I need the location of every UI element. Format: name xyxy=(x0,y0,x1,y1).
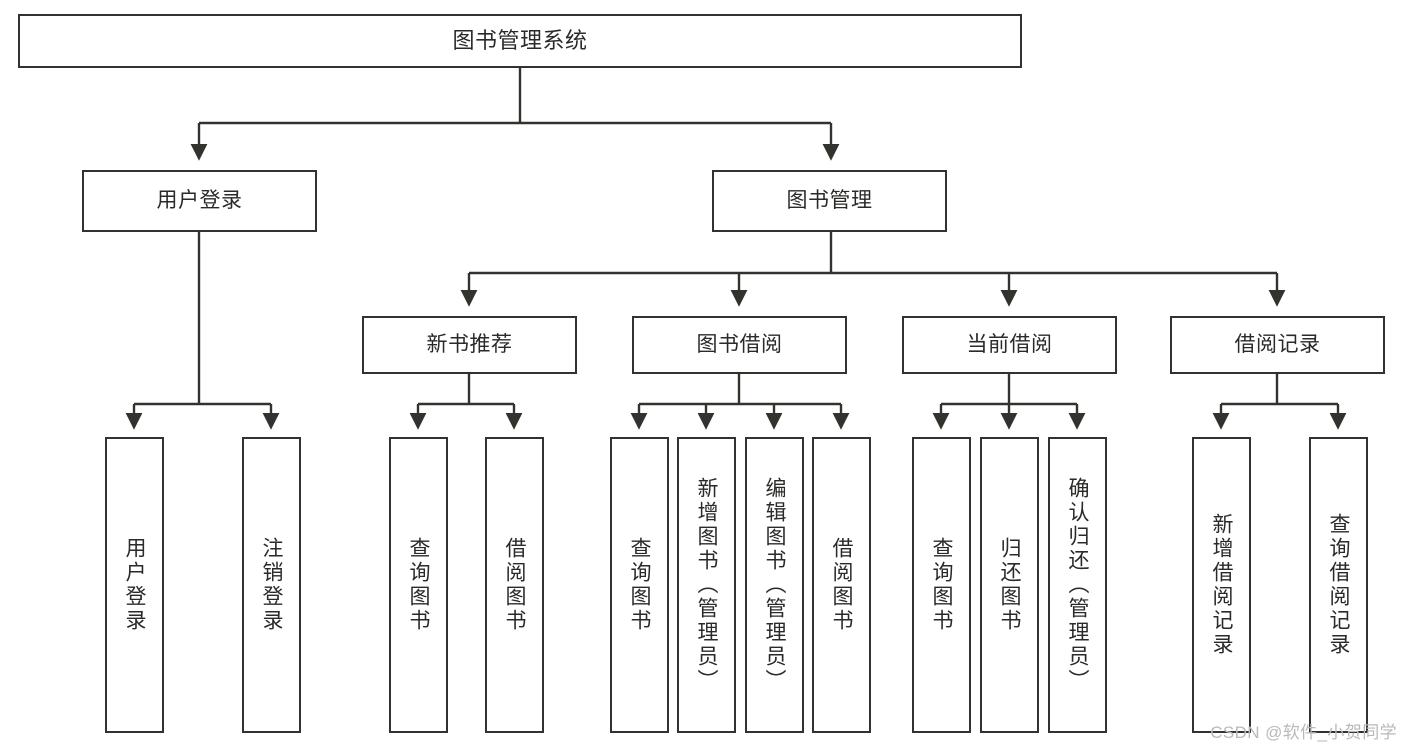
node-leaf-borrow-book-1-label: 借阅图书 xyxy=(503,537,527,633)
node-current-borrow[interactable]: 当前借阅 xyxy=(902,316,1117,374)
watermark: CSDN @软件_小贺同学 xyxy=(1210,723,1397,742)
node-book-manage[interactable]: 图书管理 xyxy=(712,170,947,232)
node-new-book-rec-label: 新书推荐 xyxy=(426,332,513,356)
node-leaf-logout-label: 注销登录 xyxy=(260,537,284,633)
node-leaf-confirm-return[interactable]: 确认归还（管理员） xyxy=(1048,437,1107,733)
node-leaf-query-book-1-label: 查询图书 xyxy=(407,537,431,633)
node-leaf-return-book[interactable]: 归还图书 xyxy=(980,437,1039,733)
node-leaf-edit-book-label: 编辑图书（管理员） xyxy=(763,477,787,693)
node-borrow-record-label: 借阅记录 xyxy=(1234,332,1321,356)
node-leaf-borrow-book-2-label: 借阅图书 xyxy=(830,537,854,633)
node-leaf-edit-book[interactable]: 编辑图书（管理员） xyxy=(745,437,804,733)
node-leaf-query-book-3-label: 查询图书 xyxy=(930,537,954,633)
node-leaf-confirm-return-label: 确认归还（管理员） xyxy=(1066,477,1090,693)
node-leaf-query-book-2[interactable]: 查询图书 xyxy=(610,437,669,733)
node-leaf-query-record[interactable]: 查询借阅记录 xyxy=(1309,437,1368,733)
node-root-label: 图书管理系统 xyxy=(452,27,588,53)
node-new-book-rec[interactable]: 新书推荐 xyxy=(362,316,577,374)
node-leaf-logout[interactable]: 注销登录 xyxy=(242,437,301,733)
node-leaf-query-record-label: 查询借阅记录 xyxy=(1327,513,1351,657)
node-leaf-user-login[interactable]: 用户登录 xyxy=(105,437,164,733)
node-leaf-add-record[interactable]: 新增借阅记录 xyxy=(1192,437,1251,733)
node-book-borrow[interactable]: 图书借阅 xyxy=(632,316,847,374)
node-leaf-borrow-book-1[interactable]: 借阅图书 xyxy=(485,437,544,733)
node-leaf-add-record-label: 新增借阅记录 xyxy=(1210,513,1234,657)
node-leaf-query-book-3[interactable]: 查询图书 xyxy=(912,437,971,733)
node-user-login[interactable]: 用户登录 xyxy=(82,170,317,232)
node-book-manage-label: 图书管理 xyxy=(786,188,873,212)
node-borrow-record[interactable]: 借阅记录 xyxy=(1170,316,1385,374)
node-user-login-label: 用户登录 xyxy=(156,188,243,212)
node-leaf-borrow-book-2[interactable]: 借阅图书 xyxy=(812,437,871,733)
node-book-borrow-label: 图书借阅 xyxy=(696,332,783,356)
node-current-borrow-label: 当前借阅 xyxy=(966,332,1053,356)
node-leaf-add-book[interactable]: 新增图书（管理员） xyxy=(677,437,736,733)
node-leaf-user-login-label: 用户登录 xyxy=(123,537,147,633)
node-root[interactable]: 图书管理系统 xyxy=(18,14,1022,68)
node-leaf-return-book-label: 归还图书 xyxy=(998,537,1022,633)
node-leaf-query-book-2-label: 查询图书 xyxy=(628,537,652,633)
node-leaf-query-book-1[interactable]: 查询图书 xyxy=(389,437,448,733)
node-leaf-add-book-label: 新增图书（管理员） xyxy=(695,477,719,693)
